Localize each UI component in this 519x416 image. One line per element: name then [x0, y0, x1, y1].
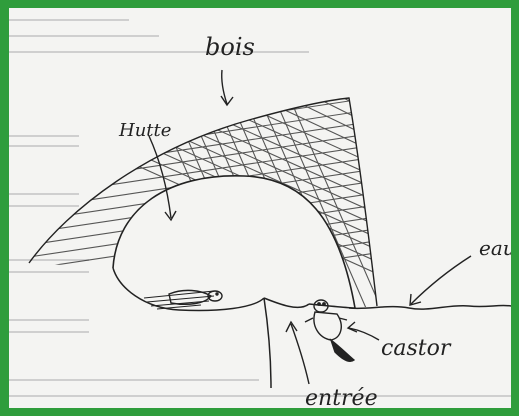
- entrance-tunnel: [264, 298, 309, 388]
- label-entree: entrée: [305, 386, 378, 408]
- label-hutte: Hutte: [119, 120, 171, 141]
- arrow: [286, 322, 309, 384]
- arrow: [410, 256, 471, 305]
- water-surface: [349, 305, 511, 309]
- drawing-paper: bois Hutte eau castor entrée: [9, 8, 511, 408]
- label-bois: bois: [205, 33, 255, 61]
- hut-chamber: [113, 176, 355, 308]
- beaver-sketch: [305, 300, 354, 361]
- label-castor: castor: [381, 336, 450, 361]
- arrow: [221, 70, 233, 105]
- arrow: [348, 322, 379, 340]
- label-eau: eau: [479, 236, 511, 260]
